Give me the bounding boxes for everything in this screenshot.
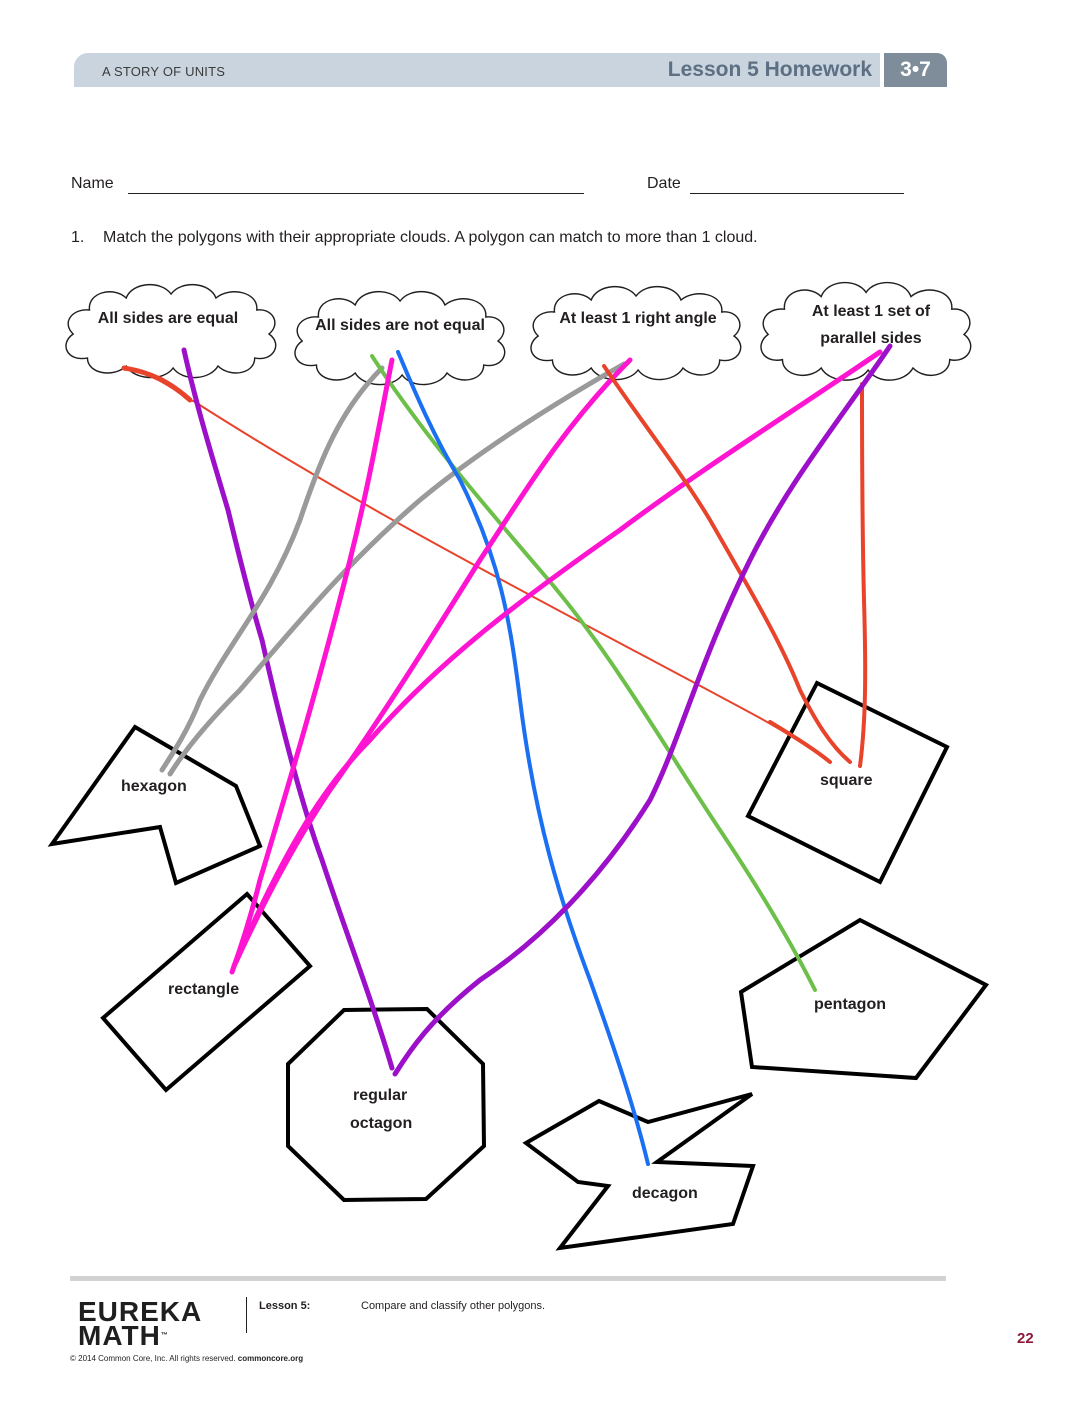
hexagon-label: hexagon <box>121 778 187 795</box>
cloud-right-angle[interactable] <box>530 285 742 381</box>
copyright-text: © 2014 Common Core, Inc. All rights rese… <box>70 1354 236 1363</box>
square-shape <box>745 680 950 885</box>
match-line-parallel-square <box>858 382 868 768</box>
decagon-label: decagon <box>632 1185 698 1202</box>
logo-line: MATH <box>78 1320 161 1351</box>
date-field[interactable] <box>690 193 904 194</box>
cloud-all-sides-not-equal[interactable] <box>294 290 506 386</box>
copyright-site: commoncore.org <box>237 1354 304 1363</box>
pentagon-label: pentagon <box>814 996 886 1013</box>
name-field[interactable] <box>128 193 584 194</box>
match-line-equal-octagon <box>181 347 395 1071</box>
decagon-shape <box>522 1092 756 1251</box>
octagon-label: octagon <box>350 1115 412 1132</box>
cloud-all-sides-equal[interactable] <box>65 283 277 379</box>
grade-module-badge: 3•7 <box>884 53 947 87</box>
rectangle-shape <box>100 891 313 1093</box>
footer-divider <box>246 1297 247 1333</box>
cloud-label: At least 1 set of <box>812 303 931 320</box>
question-number: 1. <box>71 229 85 246</box>
hexagon-shape <box>47 724 263 886</box>
logo-line: EUREKA <box>78 1296 203 1327</box>
header-bar <box>74 53 880 87</box>
cloud-label: parallel sides <box>820 330 921 347</box>
match-line-parallel-rectangle <box>233 349 883 965</box>
cloud-label: All sides are equal <box>98 310 239 327</box>
match-line-rightangle-square <box>602 364 852 764</box>
pentagon-shape <box>738 917 990 1081</box>
question-text: Match the polygons with their appropriat… <box>103 229 758 246</box>
cloud-label: At least 1 right angle <box>559 310 716 327</box>
match-line-rightangle-rectangle <box>231 357 633 969</box>
series-title: A STORY OF UNITS <box>102 64 226 79</box>
matching-lines <box>121 343 893 1166</box>
match-line-notequal-decagon <box>396 350 650 1166</box>
footer-lesson-label: Lesson 5: <box>259 1300 311 1312</box>
cloud-label: All sides are not equal <box>315 317 485 334</box>
lesson-title: Lesson 5 Homework <box>667 58 872 81</box>
octagon-label: regular <box>353 1087 407 1104</box>
footer-rule <box>70 1276 946 1281</box>
match-line-notequal-hexagon <box>159 365 385 773</box>
square-label: square <box>820 772 873 789</box>
date-label: Date <box>647 175 681 192</box>
page-number: 22 <box>1017 1330 1034 1347</box>
rectangle-label: rectangle <box>168 981 239 998</box>
copyright: © 2014 Common Core, Inc. All rights rese… <box>70 1354 303 1363</box>
match-line-parallel-octagon <box>392 343 893 1077</box>
question-1: 1. Match the polygons with their appropri… <box>71 229 758 247</box>
match-line-notequal-rectangle <box>229 357 395 975</box>
eureka-math-logo: EUREKA MATH™ <box>78 1296 203 1351</box>
octagon-shape <box>286 1006 487 1203</box>
name-label: Name <box>71 175 114 192</box>
footer-lesson-description: Compare and classify other polygons. <box>361 1300 546 1312</box>
